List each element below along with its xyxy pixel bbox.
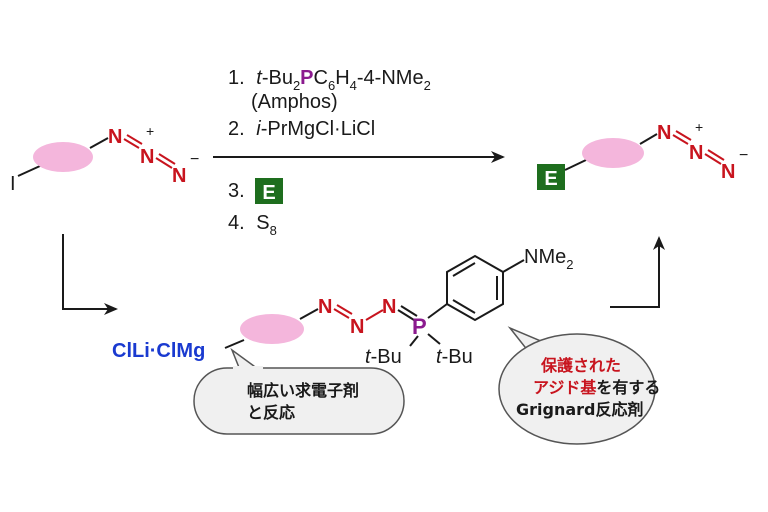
tbu2-rest: -Bu: [442, 346, 473, 368]
intermediate-n1: N: [318, 296, 332, 318]
step1-rest: -4-NMe: [357, 67, 424, 89]
svg-text:4. S8: 4. S8: [228, 212, 277, 238]
electrophile-label-product: E: [544, 168, 557, 190]
nme2-label: NMe: [524, 246, 566, 268]
product-n2: N: [689, 142, 703, 164]
mg-label: ClLi·ClMg: [112, 340, 205, 362]
step1-bu: -Bu: [262, 67, 293, 89]
iodine-label: I: [10, 173, 16, 195]
step1-t: t: [256, 67, 263, 89]
arrow-down-to-intermediate: [62, 234, 118, 315]
grignard-intermediate: ClLi·ClMg N N N P NMe2 t-Bu t-Bu: [112, 246, 573, 368]
step4-sub8: 8: [270, 223, 277, 238]
step2-i: i: [256, 118, 261, 140]
start-plus: +: [146, 123, 154, 139]
benzene-ring: [446, 254, 504, 322]
product-n1: N: [657, 122, 671, 144]
bubble-right-line3: Grignard反応剤: [516, 400, 644, 419]
step4-s: S: [256, 212, 269, 234]
bubble-left-line1: 幅広い求電子剤: [247, 381, 359, 400]
bubble-right-line2-red: アジド基: [533, 378, 597, 397]
start-n2: N: [140, 146, 154, 168]
scaffold-blob-start: [33, 142, 93, 172]
amphos-label: (Amphos): [251, 91, 338, 113]
nme2-sub: 2: [566, 257, 573, 272]
step3-number: 3.: [228, 180, 245, 202]
step2-number: 2.: [228, 118, 245, 140]
step2-rest: -PrMgCl·LiCl: [261, 118, 375, 140]
step1-sub6: 6: [328, 78, 335, 93]
step1-c: C: [314, 67, 328, 89]
start-n3: N: [172, 165, 186, 187]
step1-h: H: [335, 67, 349, 89]
svg-text:1. t-Bu2PC6H4-4-NMe2: 1. t-Bu2PC6H4-4-NMe2: [228, 67, 431, 93]
bubble-left-shape: [193, 367, 405, 435]
bubble-right-line2-rest: を有する: [596, 378, 660, 397]
product-n3: N: [721, 161, 735, 183]
electrophile-box-product: [537, 164, 565, 190]
bubble-right-line1: 保護された: [540, 356, 621, 375]
svg-text:t-Bu: t-Bu: [436, 346, 473, 368]
intermediate-n3: N: [382, 296, 396, 318]
intermediate-n2: N: [350, 316, 364, 338]
starting-material: I N N + N −: [10, 123, 199, 195]
tbu2-t: t: [436, 346, 443, 368]
intermediate-phosphorus: P: [412, 314, 427, 339]
electrophile-label-conditions: E: [262, 182, 275, 204]
start-minus: −: [190, 151, 199, 168]
product-minus: −: [739, 147, 748, 164]
arrow-up-to-product: [610, 236, 665, 308]
product-plus: +: [695, 119, 703, 135]
step1-sub4: 4: [350, 78, 357, 93]
reaction-conditions: 1. t-Bu2PC6H4-4-NMe2 (Amphos) 2. i-PrMgC…: [228, 67, 431, 238]
step1-phosphorus: P: [300, 67, 313, 89]
bubble-left-line2: と反応: [247, 403, 295, 422]
step4-number: 4.: [228, 212, 245, 234]
electrophile-box-conditions: [255, 178, 283, 204]
step1-number: 1.: [228, 67, 245, 89]
start-n1: N: [108, 126, 122, 148]
svg-text:NMe2: NMe2: [524, 246, 573, 272]
tbu1-rest: -Bu: [371, 346, 402, 368]
tbu1-t: t: [365, 346, 372, 368]
scaffold-blob-product: [582, 138, 644, 168]
bubble-right-shape: [498, 333, 656, 445]
svg-text:2. i-PrMgCl·LiCl: 2. i-PrMgCl·LiCl: [228, 118, 375, 140]
bubble-right: 保護された アジド基を有する Grignard反応剤: [498, 326, 660, 445]
product: E N N + N −: [537, 119, 748, 190]
step1-sub2: 2: [293, 78, 300, 93]
scaffold-blob-intermediate: [240, 314, 304, 344]
bubble-left: 幅広い求電子剤 と反応: [193, 347, 405, 435]
svg-text:t-Bu: t-Bu: [365, 346, 402, 368]
svg-text:アジド基を有する: アジド基を有する: [533, 378, 660, 397]
step1-sub2b: 2: [424, 78, 431, 93]
